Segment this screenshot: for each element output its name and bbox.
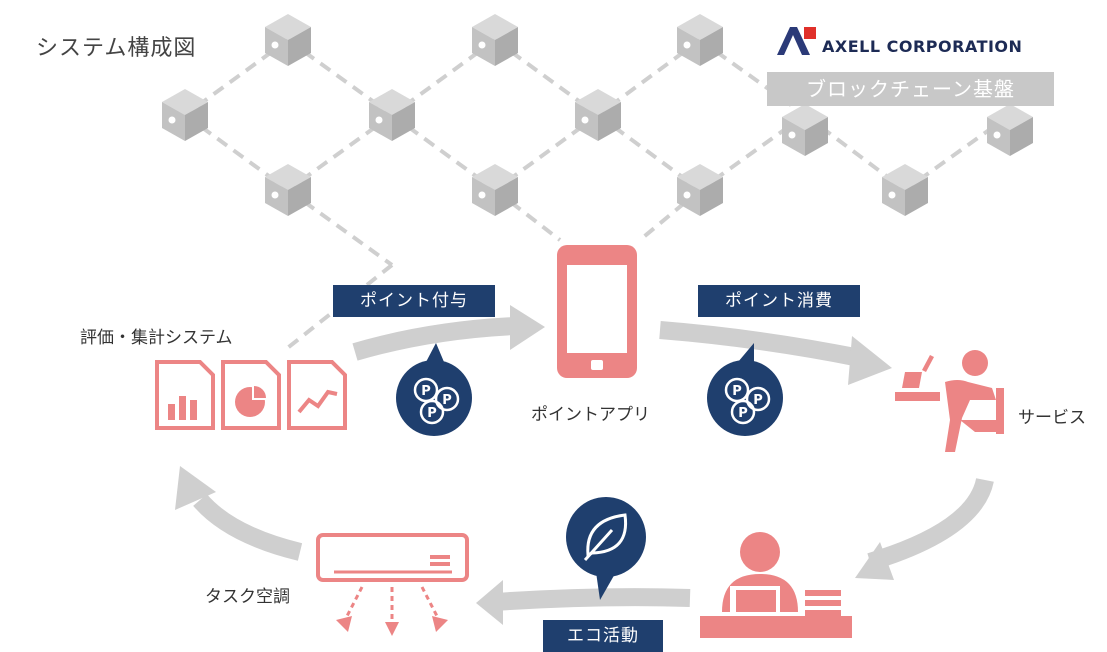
logo-icon	[777, 27, 816, 55]
eco-activity-badge: エコ活動	[543, 620, 663, 652]
svg-text:P: P	[738, 406, 748, 421]
coin-bubble-icon: P P P	[707, 343, 783, 436]
svg-text:P: P	[421, 384, 431, 399]
svg-text:P: P	[753, 393, 763, 408]
leaf-bubble-icon	[566, 497, 646, 600]
evaluation-system-label: 評価・集計システム	[80, 328, 233, 348]
service-label: サービス	[1018, 408, 1086, 428]
svg-text:P: P	[427, 406, 437, 421]
smartphone-icon	[557, 245, 637, 378]
air-conditioner-icon	[316, 533, 469, 636]
svg-text:P: P	[732, 384, 742, 399]
point-grant-badge: ポイント付与	[333, 285, 495, 317]
line-chart-icon	[287, 360, 347, 430]
pie-chart-icon	[221, 360, 281, 430]
page-title: システム構成図	[36, 36, 197, 61]
person-at-desk-icon	[700, 532, 852, 638]
point-use-badge: ポイント消費	[698, 285, 860, 317]
task-aircon-label: タスク空調	[205, 587, 290, 607]
blockchain-label: ブロックチェーン基盤	[767, 72, 1054, 106]
cycle-arrows	[193, 317, 994, 611]
person-sitting-icon	[895, 350, 1004, 452]
point-app-label: ポイントアプリ	[531, 405, 650, 425]
arrow-heads	[175, 305, 894, 625]
bar-chart-icon	[155, 360, 215, 430]
coin-bubble-icon: P P P	[396, 343, 472, 436]
company-name: AXELL CORPORATION	[822, 37, 1023, 56]
svg-text:P: P	[442, 393, 452, 408]
